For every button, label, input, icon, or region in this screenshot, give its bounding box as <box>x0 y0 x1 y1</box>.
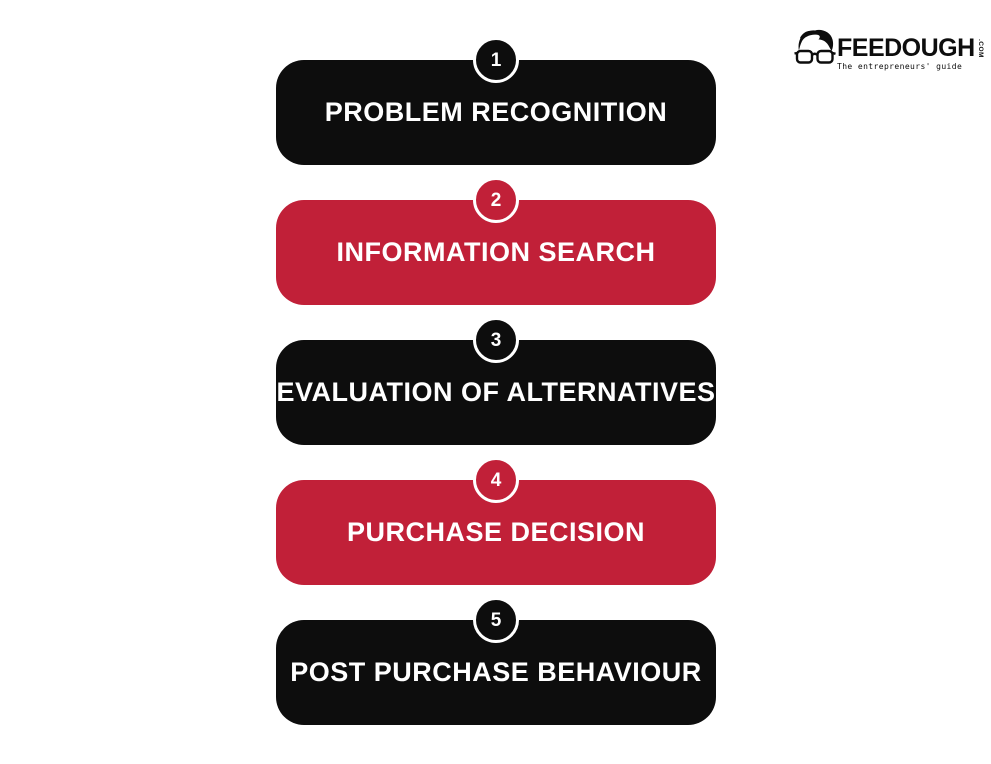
man-with-glasses-icon <box>794 28 836 72</box>
step-2-number-badge: 2 <box>473 177 519 223</box>
brand-row: FEEDOUGH .COM <box>837 34 985 62</box>
logo-text-block: FEEDOUGH .COM The entrepreneurs' guide <box>837 28 985 72</box>
step-1: 1 PROBLEM RECOGNITION <box>276 37 716 165</box>
step-5: 5 POST PURCHASE BEHAVIOUR <box>276 597 716 725</box>
step-2-pill: INFORMATION SEARCH <box>276 200 716 305</box>
step-1-number-badge: 1 <box>473 37 519 83</box>
step-4: 4 PURCHASE DECISION <box>276 457 716 585</box>
step-2: 2 INFORMATION SEARCH <box>276 177 716 305</box>
step-3-number: 3 <box>490 329 502 351</box>
step-1-label: PROBLEM RECOGNITION <box>324 97 668 127</box>
brand-tagline: The entrepreneurs' guide <box>837 62 963 72</box>
step-4-label: PURCHASE DECISION <box>346 517 646 547</box>
step-3-label: EVALUATION OF ALTERNATIVES <box>276 377 716 407</box>
brand-tld: .COM <box>977 39 985 58</box>
step-3: 3 EVALUATION OF ALTERNATIVES <box>276 317 716 445</box>
step-5-number-badge: 5 <box>473 597 519 643</box>
buying-process-steps: 1 PROBLEM RECOGNITION 2 INFORMATION SEAR… <box>276 37 716 737</box>
feedough-logo: FEEDOUGH .COM The entrepreneurs' guide <box>794 28 985 72</box>
step-1-number: 1 <box>490 49 502 71</box>
step-4-number: 4 <box>490 469 502 491</box>
step-5-number: 5 <box>490 609 502 631</box>
step-2-label: INFORMATION SEARCH <box>336 237 656 267</box>
step-4-number-badge: 4 <box>473 457 519 503</box>
step-2-number: 2 <box>490 189 502 211</box>
step-5-label: POST PURCHASE BEHAVIOUR <box>290 657 702 687</box>
step-3-number-badge: 3 <box>473 317 519 363</box>
brand-name: FEEDOUGH <box>837 34 975 62</box>
step-4-pill: PURCHASE DECISION <box>276 480 716 585</box>
